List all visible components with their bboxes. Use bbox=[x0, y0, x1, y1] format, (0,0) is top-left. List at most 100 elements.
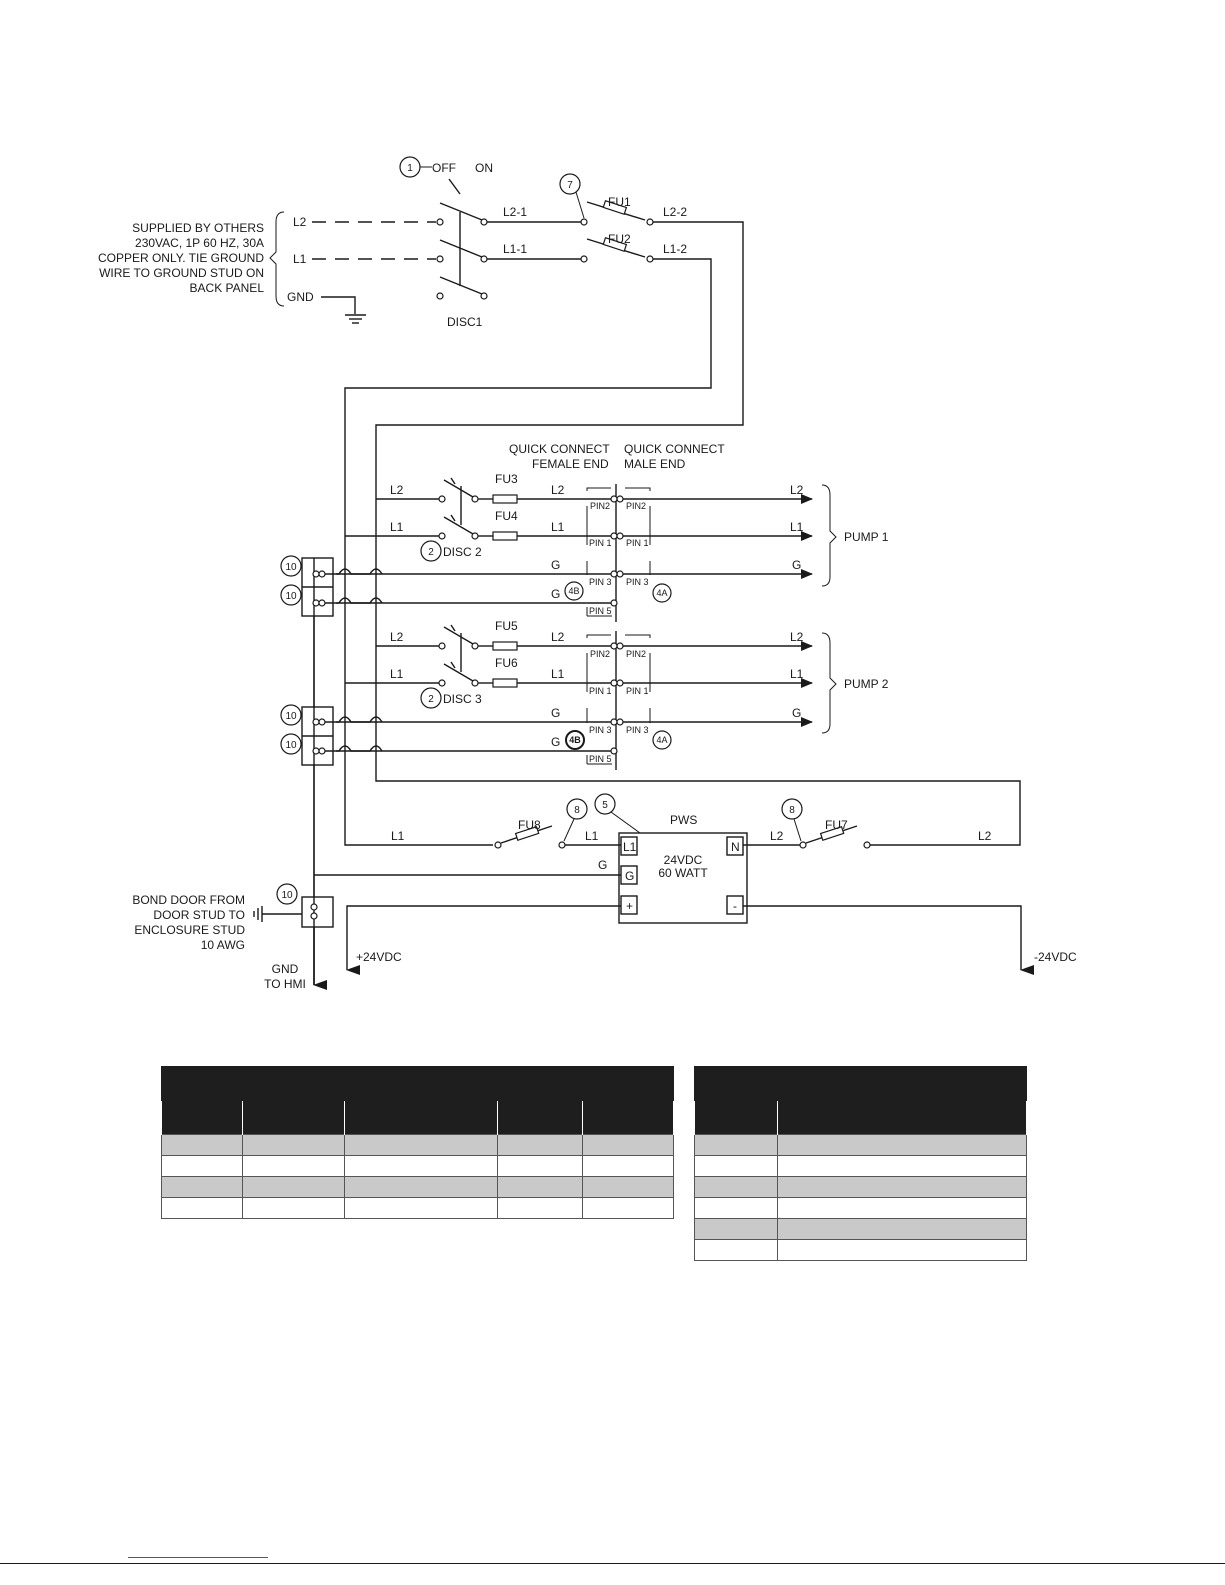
supply-gnd-wire bbox=[321, 296, 356, 314]
parts-table-left-title-row bbox=[161, 1066, 674, 1101]
table-row bbox=[161, 1176, 674, 1198]
pws-label: PWS bbox=[670, 813, 697, 827]
pump2-g-right-label: G bbox=[792, 706, 801, 720]
callout-10-b: 10 bbox=[285, 591, 297, 602]
pump1-pin3-female: PIN 3 bbox=[589, 577, 612, 587]
callout-5 bbox=[594, 793, 616, 815]
callout-10-c: 10 bbox=[285, 711, 297, 722]
pump1-pin3-male: PIN 3 bbox=[626, 577, 649, 587]
callout-4b-pump2 bbox=[565, 730, 585, 750]
bus-l1 bbox=[344, 258, 712, 846]
parts-table-right bbox=[694, 1066, 1027, 1261]
callout-8-right-text: 8 bbox=[789, 805, 795, 816]
disc1-label: DISC1 bbox=[447, 315, 483, 329]
callout-4a-pump1-text: 4A bbox=[656, 588, 667, 598]
pump1-pin2-female: PIN2 bbox=[590, 501, 610, 511]
wire-l2-1-label: L2-1 bbox=[503, 205, 527, 219]
bond-note-line-2: DOOR STUD TO bbox=[153, 908, 245, 922]
footer-link-underline[interactable] bbox=[128, 1557, 268, 1558]
gnd-hmi-line-2: TO HMI bbox=[264, 977, 306, 991]
supply-note-line-3: COPPER ONLY. TIE GROUND bbox=[98, 251, 264, 265]
fu5-fuse bbox=[492, 641, 518, 651]
pump1-circuit: L2 FU3 L2 L1 FU4 L1 2 DISC 2 G G 4B bbox=[336, 472, 889, 622]
parts-table-right-header-row bbox=[694, 1100, 1027, 1135]
parts-table-left-header-row bbox=[161, 1100, 674, 1135]
bond-note-line-1: BOND DOOR FROM bbox=[132, 893, 245, 907]
gnd-hmi-line-1: GND bbox=[272, 962, 299, 976]
fu5-label: FU5 bbox=[495, 619, 518, 633]
dc-plus-label: +24VDC bbox=[356, 950, 402, 964]
pump1-g-mid-label: G bbox=[551, 558, 560, 572]
pump2-label: PUMP 2 bbox=[844, 677, 889, 691]
pws-wire-l2-left: L2 bbox=[770, 829, 784, 843]
dc-minus-wire bbox=[743, 905, 1034, 975]
callout-4a-pump1 bbox=[652, 583, 672, 603]
pump2-l1-right-label: L1 bbox=[790, 667, 804, 681]
table-row bbox=[694, 1239, 1027, 1261]
callout-10-a: 10 bbox=[285, 562, 297, 573]
pump1-brace bbox=[821, 484, 837, 587]
pump1-g-right-label: G bbox=[792, 558, 801, 572]
pws-rating-2: 60 WATT bbox=[658, 866, 708, 880]
callout-1-text: 1 bbox=[407, 163, 413, 174]
table-row bbox=[161, 1155, 674, 1177]
pws-rating-1: 24VDC bbox=[664, 853, 703, 867]
fu6-fuse bbox=[492, 678, 518, 688]
fu2-label: FU2 bbox=[608, 232, 631, 246]
pws-terminal-g: G bbox=[625, 869, 634, 883]
fu1-label: FU1 bbox=[608, 195, 631, 209]
qc-female-title-2: FEMALE END bbox=[532, 457, 609, 471]
pump1-l1-right-label: L1 bbox=[790, 520, 804, 534]
table-row bbox=[694, 1176, 1027, 1198]
qc-male-title-2: MALE END bbox=[624, 457, 686, 471]
pump2-pin3-male: PIN 3 bbox=[626, 725, 649, 735]
callout-4b-pump1-text: 4B bbox=[568, 586, 579, 596]
pump2-brace bbox=[821, 632, 837, 734]
pump1-g2-mid-label: G bbox=[551, 587, 560, 601]
table-row bbox=[161, 1134, 674, 1156]
pump2-l1-left-label: L1 bbox=[390, 667, 404, 681]
callout-8-left bbox=[566, 798, 588, 820]
callout-7 bbox=[559, 173, 581, 195]
callout-4b-pump1 bbox=[564, 581, 584, 601]
pump1-pin1-female: PIN 1 bbox=[589, 538, 612, 548]
pump1-pin5-female: PIN 5 bbox=[589, 606, 612, 616]
parts-table-right-title-row bbox=[694, 1066, 1027, 1101]
pump2-l1-mid-label: L1 bbox=[551, 667, 565, 681]
callout-2-disc3 bbox=[420, 687, 442, 709]
callout-5-text: 5 bbox=[602, 800, 608, 811]
ground-terminals: 10 10 10 10 bbox=[280, 555, 383, 985]
parts-table-left bbox=[161, 1066, 674, 1219]
main-fuses: 7 FU1 FU2 bbox=[559, 173, 654, 263]
pump2-pin2-male: PIN2 bbox=[626, 649, 646, 659]
callout-7-text: 7 bbox=[567, 180, 573, 191]
supply-note-line-1: SUPPLIED BY OTHERS bbox=[132, 221, 264, 235]
bond-note-line-3: ENCLOSURE STUD bbox=[134, 923, 245, 937]
pump1-l2-left-label: L2 bbox=[390, 483, 404, 497]
table-row bbox=[694, 1197, 1027, 1219]
fu8-fuse bbox=[514, 825, 540, 841]
pump2-pin3-female: PIN 3 bbox=[589, 725, 612, 735]
callout-10-bond: 10 bbox=[281, 890, 293, 901]
pump2-l2-mid-label: L2 bbox=[551, 630, 565, 644]
pump1-label: PUMP 1 bbox=[844, 530, 889, 544]
pws-wire-l2-right: L2 bbox=[978, 829, 992, 843]
pws-wire-l1-left: L1 bbox=[391, 829, 405, 843]
table-row bbox=[694, 1218, 1027, 1240]
supply-gnd-label: GND bbox=[287, 290, 314, 304]
table-row bbox=[694, 1134, 1027, 1156]
pump2-pin2-female: PIN2 bbox=[590, 649, 610, 659]
callout-10-d: 10 bbox=[285, 740, 297, 751]
fu8-label: FU8 bbox=[518, 818, 541, 832]
supply-note-line-2: 230VAC, 1P 60 HZ, 30A bbox=[135, 236, 264, 250]
pump1-l2-mid-label: L2 bbox=[551, 483, 565, 497]
qc-female-title-1: QUICK CONNECT bbox=[509, 442, 610, 456]
dc-plus-wire bbox=[346, 905, 621, 975]
pws-wire-g: G bbox=[598, 858, 607, 872]
supply-l1-label: L1 bbox=[293, 252, 307, 266]
supply-note-line-5: BACK PANEL bbox=[190, 281, 265, 295]
disc2-label: DISC 2 bbox=[443, 545, 482, 559]
fu3-fuse bbox=[492, 494, 518, 504]
pump2-l2-left-label: L2 bbox=[390, 630, 404, 644]
pws-terminal-l1: L1 bbox=[623, 840, 637, 854]
